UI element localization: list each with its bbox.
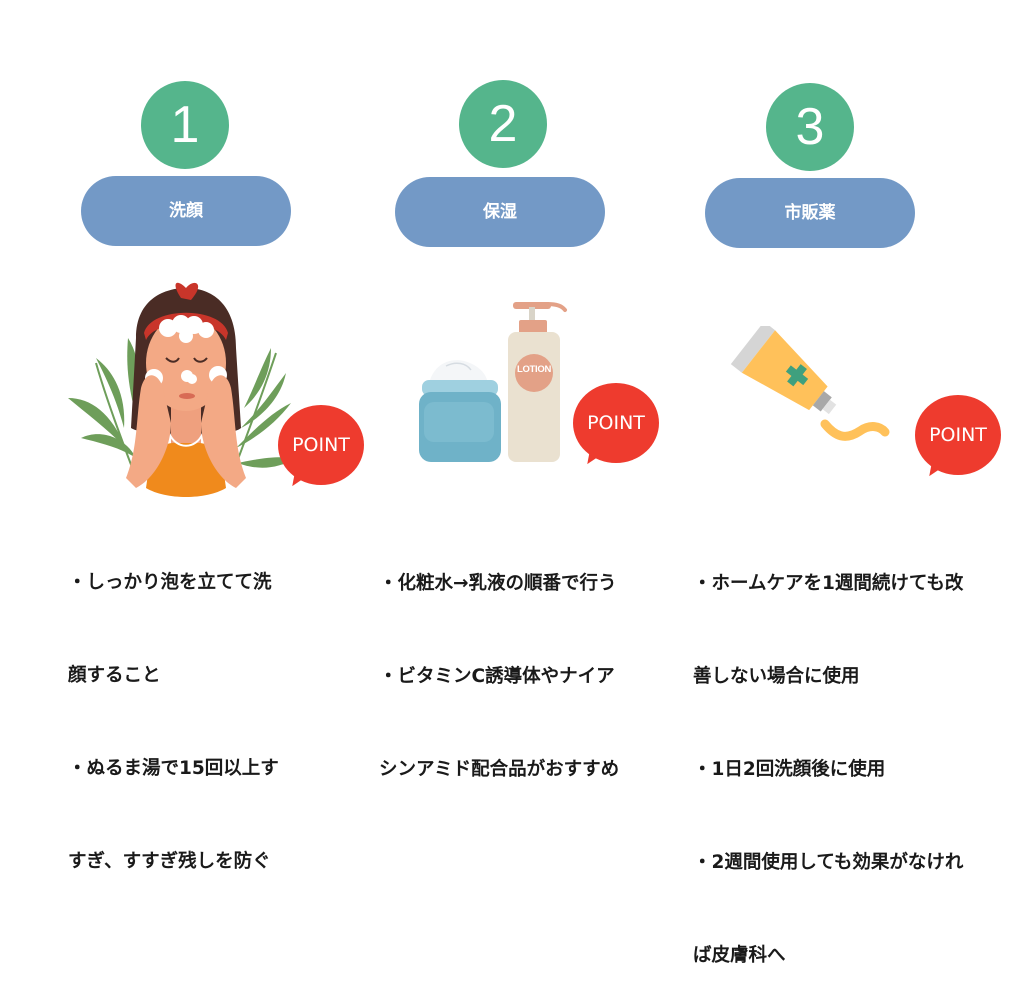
- point-label: POINT: [587, 412, 645, 434]
- lotion-label: LOTION: [516, 364, 552, 375]
- step-1-title-pill: 洗顔: [81, 176, 291, 246]
- speech-bubble: [278, 405, 364, 485]
- description-line: ・ホームケアを1週間続けても改: [693, 573, 964, 594]
- point-label: POINT: [292, 434, 350, 456]
- description-line: ・ビタミンC誘導体やナイア: [379, 666, 615, 687]
- description-line: シンアミド配合品がおすすめ: [379, 759, 620, 780]
- description-line: ば皮膚科へ: [693, 945, 786, 966]
- description-line: ・しっかり泡を立てて洗: [68, 572, 272, 593]
- step-2-title-pill: 保湿: [395, 177, 605, 247]
- step-1-number-badge: 1: [141, 81, 229, 169]
- step-3-title-pill: 市販薬: [705, 178, 915, 248]
- step-3-point-bubble: POINT: [915, 395, 1001, 483]
- step-1-point-bubble: POINT: [278, 405, 364, 493]
- ointment-tube-icon: [730, 326, 890, 441]
- step-2-description: ・化粧水→乳液の順番で行う ・ビタミンC誘導体やナイア シンアミド配合品がおすす…: [379, 506, 619, 816]
- step-3-description: ・ホームケアを1週間続けても改 善しない場合に使用 ・1日2回洗顔後に使用 ・2…: [693, 506, 963, 1002]
- woman-washing-face-icon: [68, 282, 296, 497]
- step-3-number-badge: 3: [766, 83, 854, 171]
- description-line: ・化粧水→乳液の順番で行う: [379, 573, 617, 594]
- point-label: POINT: [929, 424, 987, 446]
- step-2-number-badge: 2: [459, 80, 547, 168]
- description-line: ・2週間使用しても効果がなけれ: [693, 852, 964, 873]
- cream-jar-icon: [419, 360, 501, 462]
- description-line: すぎ、すすぎ残しを防ぐ: [68, 851, 271, 872]
- description-line: ・1日2回洗顔後に使用: [693, 759, 886, 780]
- step-1-description: ・しっかり泡を立てて洗 顔すること ・ぬるま湯で15回以上す すぎ、すすぎ残しを…: [68, 505, 279, 908]
- speech-bubble: [915, 395, 1001, 475]
- description-line: 顔すること: [68, 665, 161, 686]
- description-line: 善しない場合に使用: [693, 666, 860, 687]
- description-line: ・ぬるま湯で15回以上す: [68, 758, 279, 779]
- step-2-point-bubble: POINT: [573, 383, 659, 471]
- lotion-bottle-icon: [508, 302, 567, 462]
- speech-bubble: [573, 383, 659, 463]
